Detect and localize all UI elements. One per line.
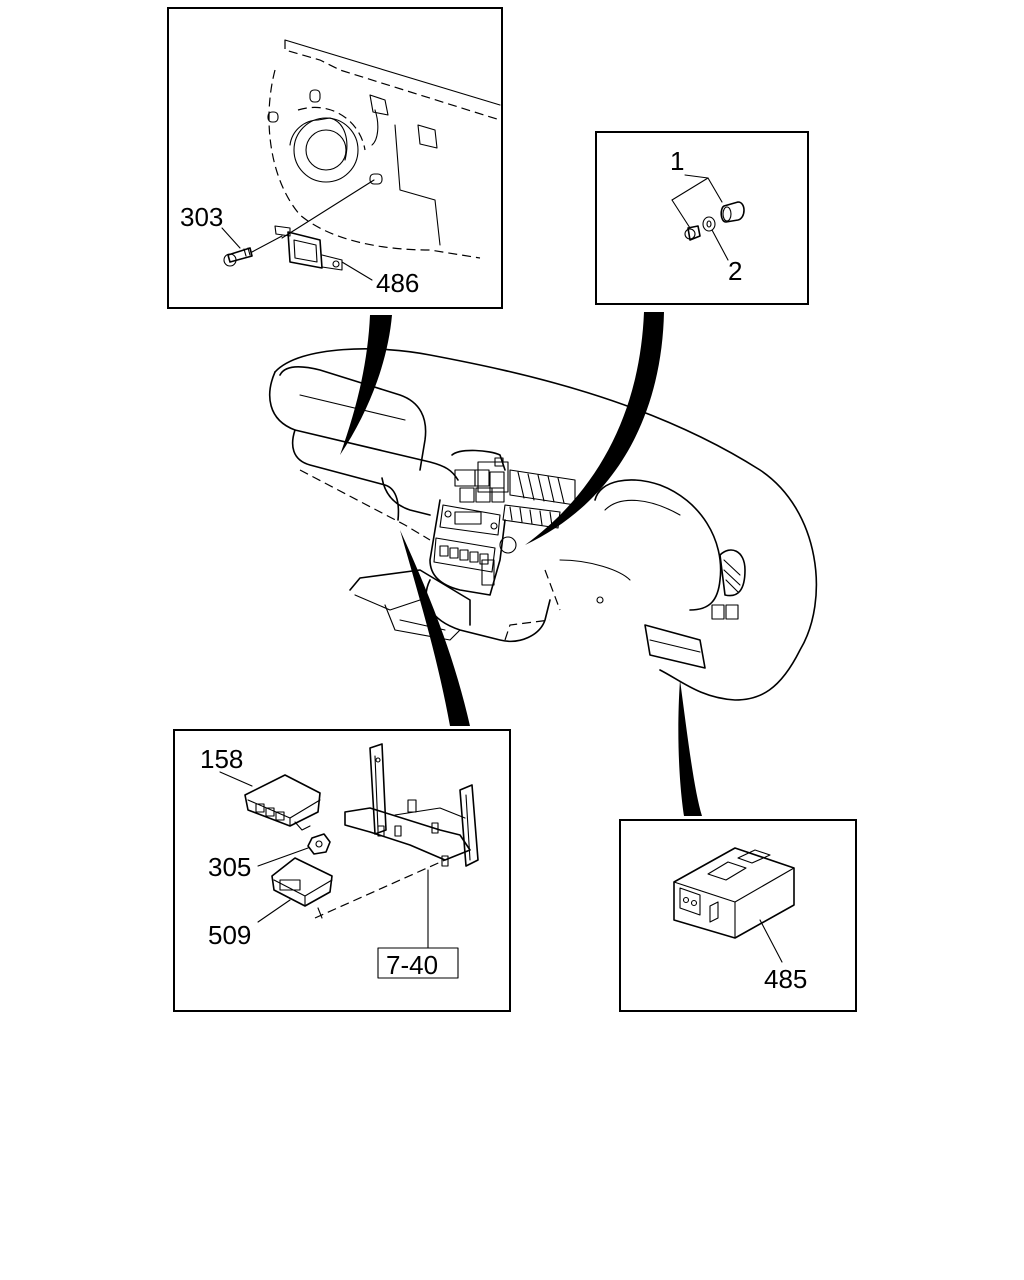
callout-303: 303 xyxy=(180,202,223,232)
inset-top-right: 1 2 xyxy=(595,131,809,305)
inset-frame xyxy=(595,131,809,305)
inset-bottom-right: 485 xyxy=(619,819,857,1012)
callout-1: 1 xyxy=(670,146,684,176)
reference-7-40: 7-40 xyxy=(386,950,438,980)
inset-frame xyxy=(619,819,857,1012)
inset-bottom-left: 158 305 509 7-40 xyxy=(173,729,511,1012)
callout-305: 305 xyxy=(208,852,251,882)
dashboard-assembly xyxy=(268,348,818,701)
callout-485: 485 xyxy=(764,964,807,994)
reference-box xyxy=(377,947,459,979)
callout-2: 2 xyxy=(728,256,742,286)
callout-509: 509 xyxy=(208,920,251,950)
inset-top-left: 303 486 xyxy=(167,7,503,309)
callout-486: 486 xyxy=(376,268,419,298)
callout-158: 158 xyxy=(200,744,243,774)
inset-frame xyxy=(167,7,503,309)
leader-to-inset-top-right xyxy=(525,312,664,545)
leader-to-inset-bottom-right xyxy=(678,680,702,816)
